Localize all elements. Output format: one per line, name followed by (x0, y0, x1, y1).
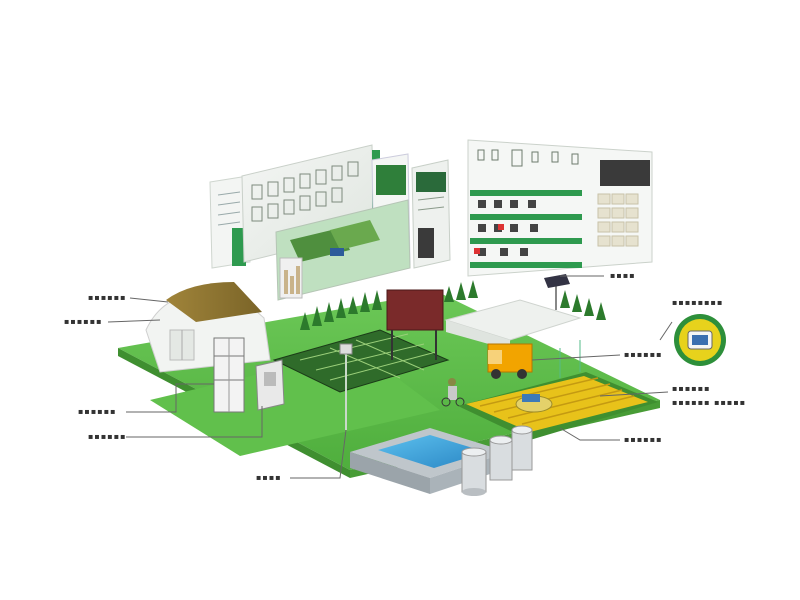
callout-control-cabinet: ▪▪▪▪▪▪ (88, 432, 127, 441)
callout-round-terminal: ▪▪▪▪▪▪▪▪ (672, 298, 724, 307)
callout-harvester: ▪▪▪▪▪▪ (672, 384, 711, 393)
crop-field (458, 340, 658, 440)
round-terminal (674, 314, 726, 366)
callout-greenhouse-body: ▪▪▪▪▪▪ (64, 317, 103, 326)
callout-sensor-pole: ▪▪▪▪ (256, 473, 282, 482)
sensor-pole (339, 343, 353, 430)
greenhouse (145, 282, 271, 373)
callout-crop-field: ▪▪▪▪▪▪ ▪▪▪▪▪ (672, 398, 747, 407)
fenced-field (272, 329, 450, 393)
tractor (515, 394, 553, 413)
callout-greenhouse-roof: ▪▪▪▪▪▪ (88, 293, 127, 302)
harvester (487, 343, 533, 379)
callout-weather-station: ▪▪▪▪▪▪ (78, 407, 117, 416)
billboard (386, 289, 444, 360)
dashboard-panels (209, 139, 653, 301)
callout-camera-node: ▪▪▪▪▪▪ (624, 350, 663, 359)
dashboard-panel-left (209, 175, 251, 269)
worker-figure (441, 378, 465, 407)
callout-water-tanks: ▪▪▪▪▪▪ (624, 435, 663, 444)
control-cabinet (255, 359, 285, 411)
weather-station (213, 337, 245, 413)
dashboard-panel-photo (275, 153, 411, 301)
leader-lines (107, 275, 673, 479)
shed-right (444, 299, 582, 350)
dashboard-panel-chart (411, 159, 451, 269)
dashboard-panel-right (467, 139, 653, 277)
callout-solar-sensor: ▪▪▪▪ (610, 271, 636, 280)
solar-sensor (544, 274, 570, 310)
tree-line (300, 280, 606, 330)
water-tanks (461, 425, 533, 496)
